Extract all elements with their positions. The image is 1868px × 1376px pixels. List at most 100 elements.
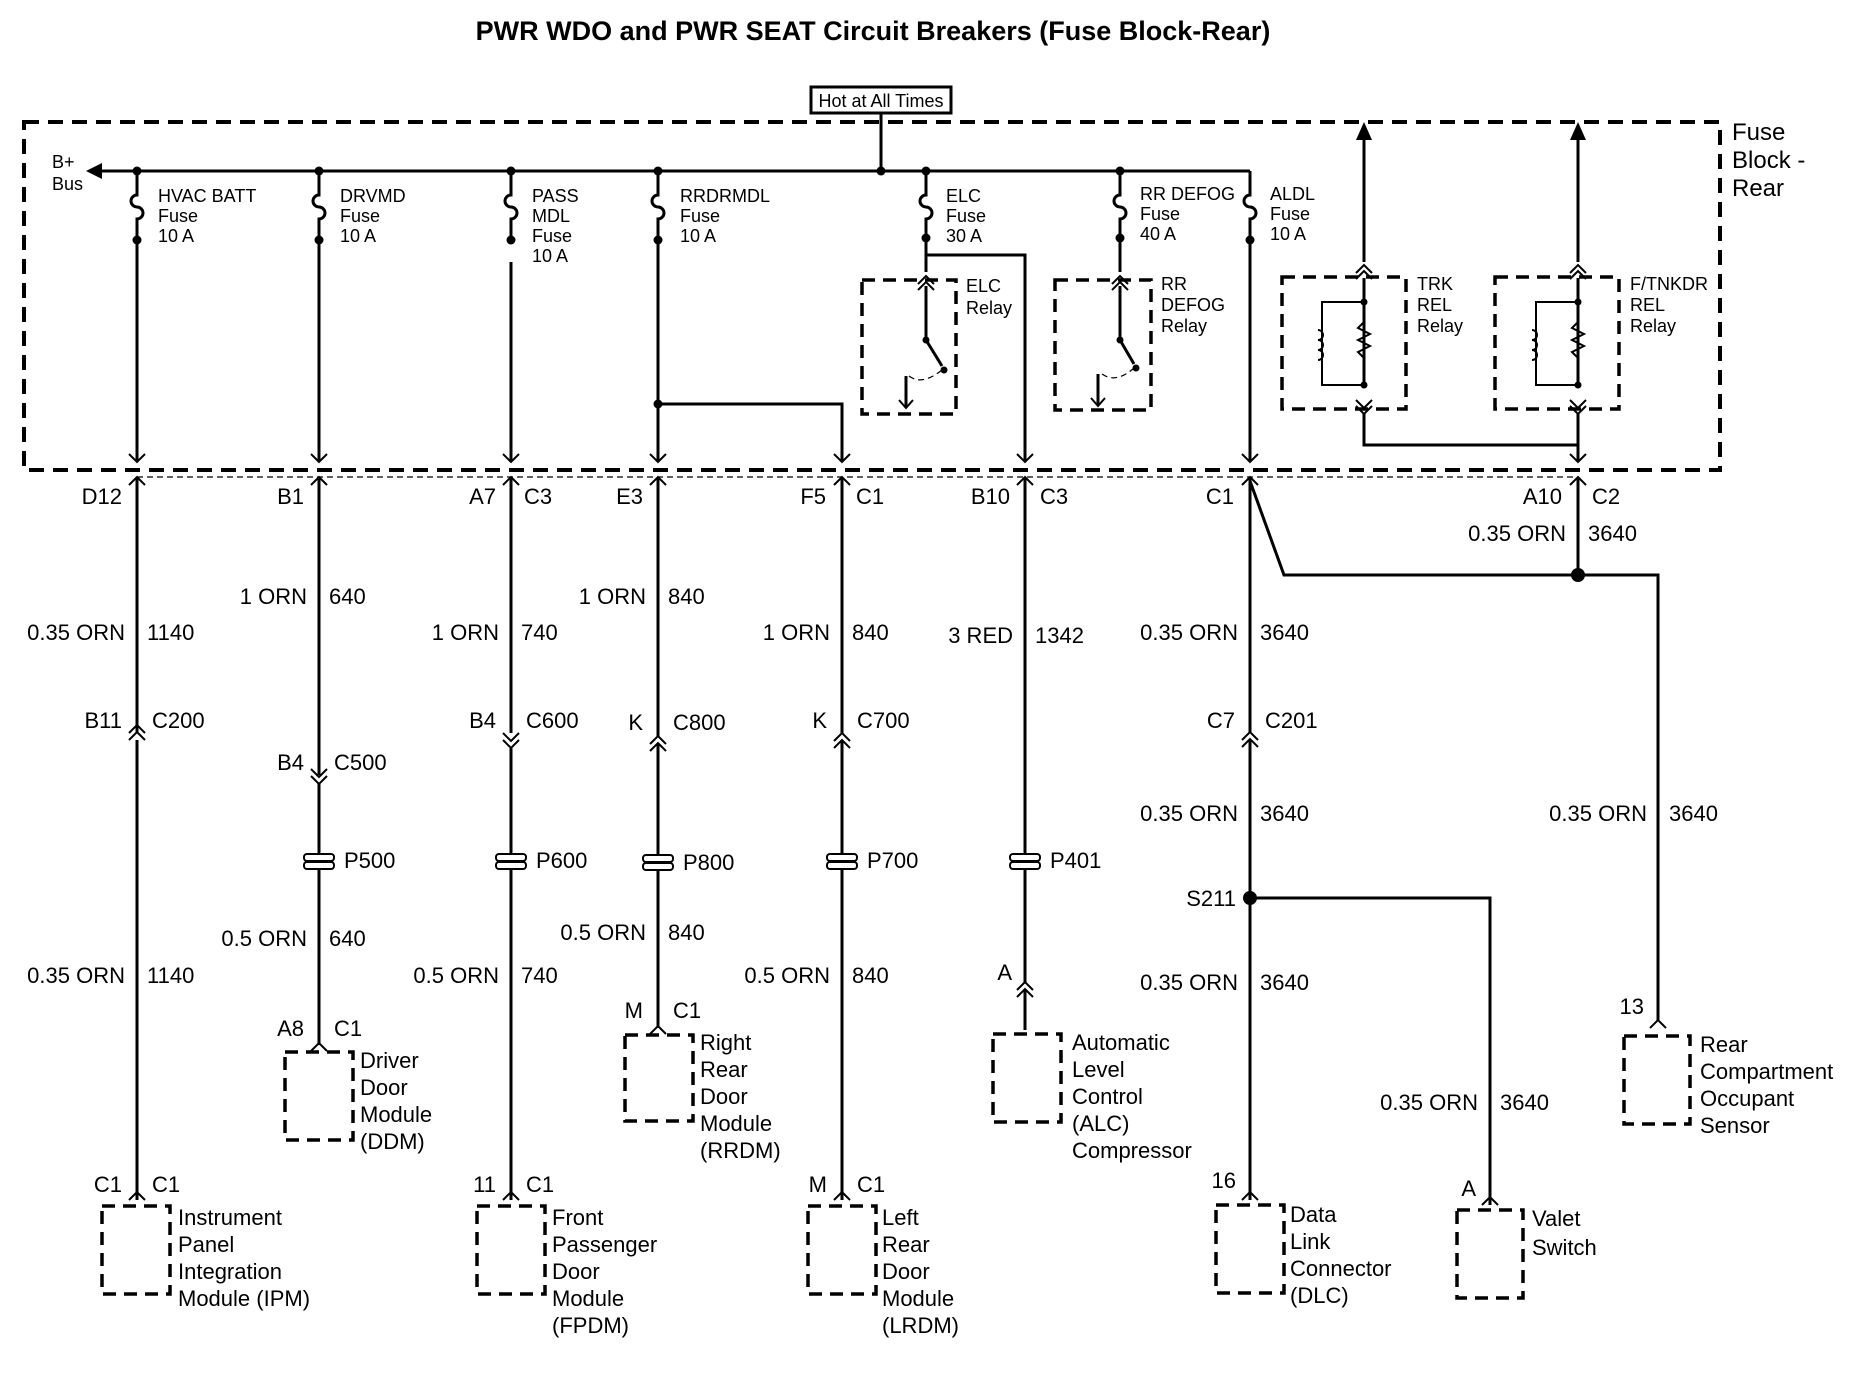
svg-text:Relay: Relay: [1630, 316, 1676, 336]
svg-text:P600: P600: [536, 848, 587, 873]
svg-text:(FPDM): (FPDM): [552, 1313, 629, 1338]
component-rrdm: M C1 Right Rear Door Module (RRDM): [623, 998, 781, 1163]
svg-text:Rear: Rear: [1732, 175, 1784, 202]
svg-text:3640: 3640: [1588, 521, 1637, 546]
svg-text:Passenger: Passenger: [552, 1232, 657, 1257]
wire-labels: 0.35 ORN 1140 1 ORN 640 1 ORN 740 1 ORN …: [27, 521, 1718, 1115]
svg-text:Relay: Relay: [966, 298, 1012, 318]
svg-text:F/TNKDR: F/TNKDR: [1630, 274, 1708, 294]
rr-defog-relay: RR DEFOG Relay: [1053, 255, 1225, 412]
component-fpdm: 11 C1 Front Passenger Door Module (FPDM): [473, 1172, 657, 1338]
svg-text:Module: Module: [552, 1286, 624, 1311]
svg-text:D12: D12: [82, 484, 122, 509]
svg-text:F5: F5: [800, 484, 826, 509]
svg-text:Fuse: Fuse: [1732, 119, 1785, 146]
svg-text:Module: Module: [360, 1102, 432, 1127]
inline-connector-labels: B11 C200 B4 C500 B4 C600 K C800 K C700 C…: [84, 708, 1317, 911]
svg-text:REL: REL: [1417, 295, 1452, 315]
svg-text:HVAC BATT: HVAC BATT: [158, 186, 256, 206]
svg-text:3640: 3640: [1260, 620, 1309, 645]
svg-text:Door: Door: [360, 1075, 408, 1100]
svg-text:Switch: Switch: [1532, 1235, 1597, 1260]
elc-relay: ELC Relay: [860, 255, 1012, 416]
svg-text:Automatic: Automatic: [1072, 1030, 1170, 1055]
svg-text:10 A: 10 A: [680, 226, 716, 246]
svg-text:C1: C1: [94, 1172, 122, 1197]
svg-text:ALDL: ALDL: [1270, 184, 1315, 204]
svg-text:ELC: ELC: [946, 186, 981, 206]
svg-text:0.5 ORN: 0.5 ORN: [413, 963, 499, 988]
component-lrdm: M C1 Left Rear Door Module (LRDM): [806, 1172, 959, 1338]
svg-text:Level: Level: [1072, 1057, 1125, 1082]
fuse-drvmd: DRVMD Fuse 10 A: [311, 171, 406, 246]
svg-text:1 ORN: 1 ORN: [432, 620, 499, 645]
svg-text:1 ORN: 1 ORN: [579, 584, 646, 609]
svg-text:Control: Control: [1072, 1084, 1143, 1109]
svg-text:Rear: Rear: [700, 1057, 748, 1082]
svg-text:640: 640: [329, 584, 366, 609]
svg-text:(DDM): (DDM): [360, 1129, 425, 1154]
svg-text:0.5 ORN: 0.5 ORN: [560, 920, 646, 945]
svg-text:DEFOG: DEFOG: [1161, 295, 1225, 315]
fuse-block-output-pins: [128, 453, 1587, 464]
svg-text:C2: C2: [1592, 484, 1620, 509]
svg-text:C1: C1: [673, 998, 701, 1023]
svg-text:Module: Module: [882, 1286, 954, 1311]
svg-text:C1: C1: [526, 1172, 554, 1197]
svg-text:0.35 ORN: 0.35 ORN: [1140, 620, 1238, 645]
svg-text:3640: 3640: [1260, 801, 1309, 826]
svg-text:(ALC): (ALC): [1072, 1111, 1129, 1136]
svg-text:A: A: [997, 960, 1012, 985]
svg-text:840: 840: [668, 584, 705, 609]
svg-text:C201: C201: [1265, 708, 1318, 733]
svg-text:Driver: Driver: [360, 1048, 419, 1073]
fuse-block-rear-outline: [22, 120, 1722, 472]
svg-text:E3: E3: [616, 484, 643, 509]
ftnkdr-rel-relay: F/TNKDR REL Relay: [1493, 122, 1708, 416]
svg-text:Fuse: Fuse: [1140, 204, 1180, 224]
svg-text:RR: RR: [1161, 274, 1187, 294]
svg-text:1 ORN: 1 ORN: [763, 620, 830, 645]
svg-text:10 A: 10 A: [1270, 224, 1306, 244]
svg-text:Block -: Block -: [1732, 147, 1805, 174]
svg-text:Fuse: Fuse: [680, 206, 720, 226]
svg-text:K: K: [628, 710, 643, 735]
svg-text:(RRDM): (RRDM): [700, 1138, 781, 1163]
component-valet-switch: A Valet Switch: [1455, 1176, 1597, 1300]
svg-text:Fuse: Fuse: [946, 206, 986, 226]
svg-text:Bus: Bus: [52, 174, 83, 194]
svg-text:3 RED: 3 RED: [948, 623, 1013, 648]
svg-text:C1: C1: [857, 1172, 885, 1197]
svg-text:Panel: Panel: [178, 1232, 234, 1257]
svg-text:Fuse: Fuse: [532, 226, 572, 246]
svg-text:C600: C600: [526, 708, 579, 733]
svg-text:P500: P500: [344, 848, 395, 873]
svg-text:P800: P800: [683, 850, 734, 875]
svg-text:A7: A7: [469, 484, 496, 509]
svg-text:Front: Front: [552, 1205, 603, 1230]
svg-text:Fuse: Fuse: [340, 206, 380, 226]
svg-text:10 A: 10 A: [158, 226, 194, 246]
svg-text:B4: B4: [277, 750, 304, 775]
diagram-title: PWR WDO and PWR SEAT Circuit Breakers (F…: [476, 16, 1271, 46]
fuse-pass-mdl: PASS MDL Fuse 10 A: [503, 171, 579, 266]
svg-text:A8: A8: [277, 1016, 304, 1041]
svg-text:C7: C7: [1207, 708, 1235, 733]
svg-text:40 A: 40 A: [1140, 224, 1176, 244]
svg-text:Door: Door: [882, 1259, 930, 1284]
svg-text:REL: REL: [1630, 295, 1665, 315]
svg-text:740: 740: [521, 963, 558, 988]
svg-text:0.35 ORN: 0.35 ORN: [1380, 1090, 1478, 1115]
svg-text:ELC: ELC: [966, 276, 1001, 296]
svg-text:1 ORN: 1 ORN: [240, 584, 307, 609]
svg-text:Relay: Relay: [1417, 316, 1463, 336]
svg-text:0.35 ORN: 0.35 ORN: [1140, 970, 1238, 995]
b-plus-bus-label: B+ Bus: [52, 152, 83, 194]
svg-text:0.5 ORN: 0.5 ORN: [744, 963, 830, 988]
fuse-hvac-batt: HVAC BATT Fuse 10 A: [129, 171, 256, 246]
component-dlc: 16 Data Link Connector (DLC): [1212, 1168, 1392, 1308]
svg-text:840: 840: [668, 920, 705, 945]
svg-text:0.35 ORN: 0.35 ORN: [1549, 801, 1647, 826]
svg-text:840: 840: [852, 963, 889, 988]
